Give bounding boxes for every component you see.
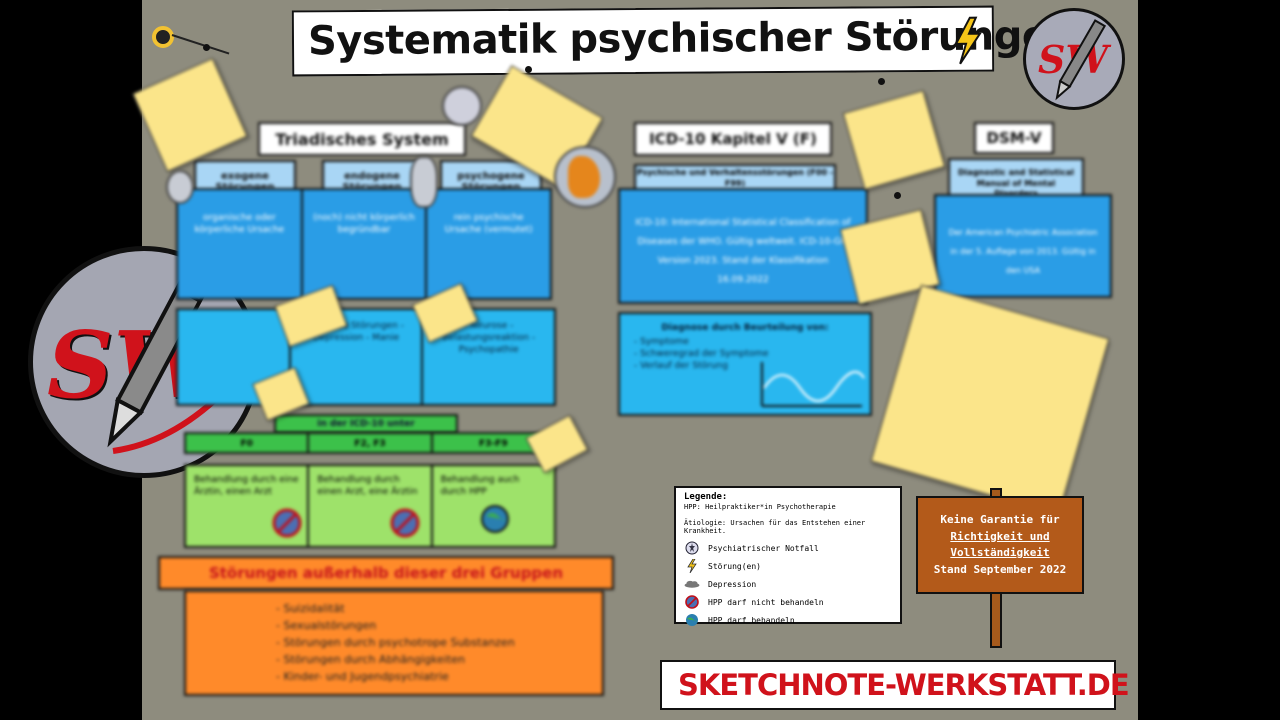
no-entry-icon [684,595,700,609]
legend-line2: Ätiologie: Ursachen für das Entstehen ei… [684,519,866,535]
emergency-icon [684,541,700,555]
legend-item: Störung(en) [684,557,892,575]
pin-ring-icon [152,26,174,48]
logo-small: SW [1023,8,1125,110]
globe-icon [684,613,700,627]
legend-title: Legende: [684,492,728,502]
legend-item: HPP darf nicht behandeln [684,593,892,611]
triadic-header: Triadisches System [258,122,466,156]
figure-icon [410,156,438,208]
code-2: F2, F3 [309,434,433,452]
treat-3: Behandlung auch durch HPP [440,475,520,498]
outside-item: - Störungen durch Abhängigkeiten [276,653,465,667]
pin-icon [894,192,901,199]
icd-diag-list: - Symptome - Schweregrad der Symptome - … [634,336,856,372]
sign-line4: Stand September 2022 [933,562,1067,576]
sign-line2: Richtigkeit und [950,529,1050,543]
legend-item: HPP darf behandeln [684,611,892,629]
triadic-col2-body: (noch) nicht körperlich begründbar [303,190,428,298]
dsm-body: Der American Psychiatric Association in … [934,194,1112,298]
outside-body: - Suizidalität - Sexualstörungen - Störu… [184,590,604,696]
icd-diag: Diagnose durch Beurteilung von: - Sympto… [618,312,872,416]
legend-item: Depression [684,575,892,593]
outside-header: Störungen außerhalb dieser drei Gruppen [158,556,614,590]
triadic-col1-body: organische oder körperliche Ursache [178,190,303,298]
icd-diag-title: Diagnose durch Beurteilung von: [661,323,829,333]
pin-icon [203,44,210,51]
icd-diag-item: - Schweregrad der Symptome [634,349,769,360]
treat-2: Behandlung durch einen Arzt, eine Ärztin [309,466,433,546]
cloud-icon [684,577,700,591]
lightning-icon [684,559,700,573]
icd-diag-item: - Symptome [634,337,689,348]
globe-icon [481,505,509,533]
wave-chart-icon [761,362,865,407]
sign-line1: Keine Garantie für [940,513,1060,526]
code-1: F0 [186,434,310,452]
dsm-header: DSM-V [974,122,1054,154]
pin-icon [525,66,532,73]
no-entry-icon-2 [390,508,420,538]
lightning-icon [954,16,982,65]
pin-icon [878,78,885,85]
legend-item: Psychiatrischer Notfall [684,539,892,557]
treat-1: Behandlung durch eine Ärztin, einen Arzt [186,466,310,546]
website-url[interactable]: SKETCHNOTE-WERKSTATT.DE [678,668,1130,702]
triadic-col3-body: rein psychische Ursache (vermutet) [444,213,533,236]
sign-line3: Vollständigkeit [950,546,1050,559]
title-banner: Systematik psychischer Störungen [291,5,1077,77]
code-3: F3-F9 [479,439,508,449]
no-entry-icon [272,508,302,538]
pen-icon [1055,19,1107,101]
triadic-row2-c3: - Neurose - Belastungsreaktion - Psychop… [442,321,536,356]
icd-body: ICD-10: International Statistical Classi… [618,188,868,304]
disclaimer-sign: Keine Garantie für Richtigkeit und Volls… [916,496,1084,594]
icd-bar: in der ICD-10 unter [274,414,458,434]
figure-icon [166,170,194,204]
legend-line1: HPP: Heilpraktiker*in Psychotherapie [684,503,836,511]
legend-box: Legende: HPP: Heilpraktiker*in Psychothe… [674,486,902,626]
emergency-icon [442,86,482,126]
triadic-row2: Affektive Störungen - Depression - Manie… [176,308,556,406]
triadic-body-row: organische oder körperliche Ursache (noc… [176,188,552,300]
outside-item: - Sexualstörungen [276,619,377,633]
outside-list: - Suizidalität - Sexualstörungen - Störu… [276,600,602,685]
website-banner: SKETCHNOTE-WERKSTATT.DE [660,660,1130,710]
triadic-row2-c2: Affektive Störungen - Depression - Manie [291,310,424,404]
outside-item: - Suizidalität [276,602,345,615]
codes-row: F0 F2, F3 F3-F9 [184,432,556,454]
outside-item: - Störungen durch psychotrope Substanzen [276,636,515,650]
outside-item: - Kinder- und Jugendpsychiatrie [276,670,449,684]
icd-header: ICD-10 Kapitel V (F) [634,122,832,156]
africa-map-icon [554,146,616,208]
icd-diag-item: - Verlauf der Störung [634,361,728,372]
